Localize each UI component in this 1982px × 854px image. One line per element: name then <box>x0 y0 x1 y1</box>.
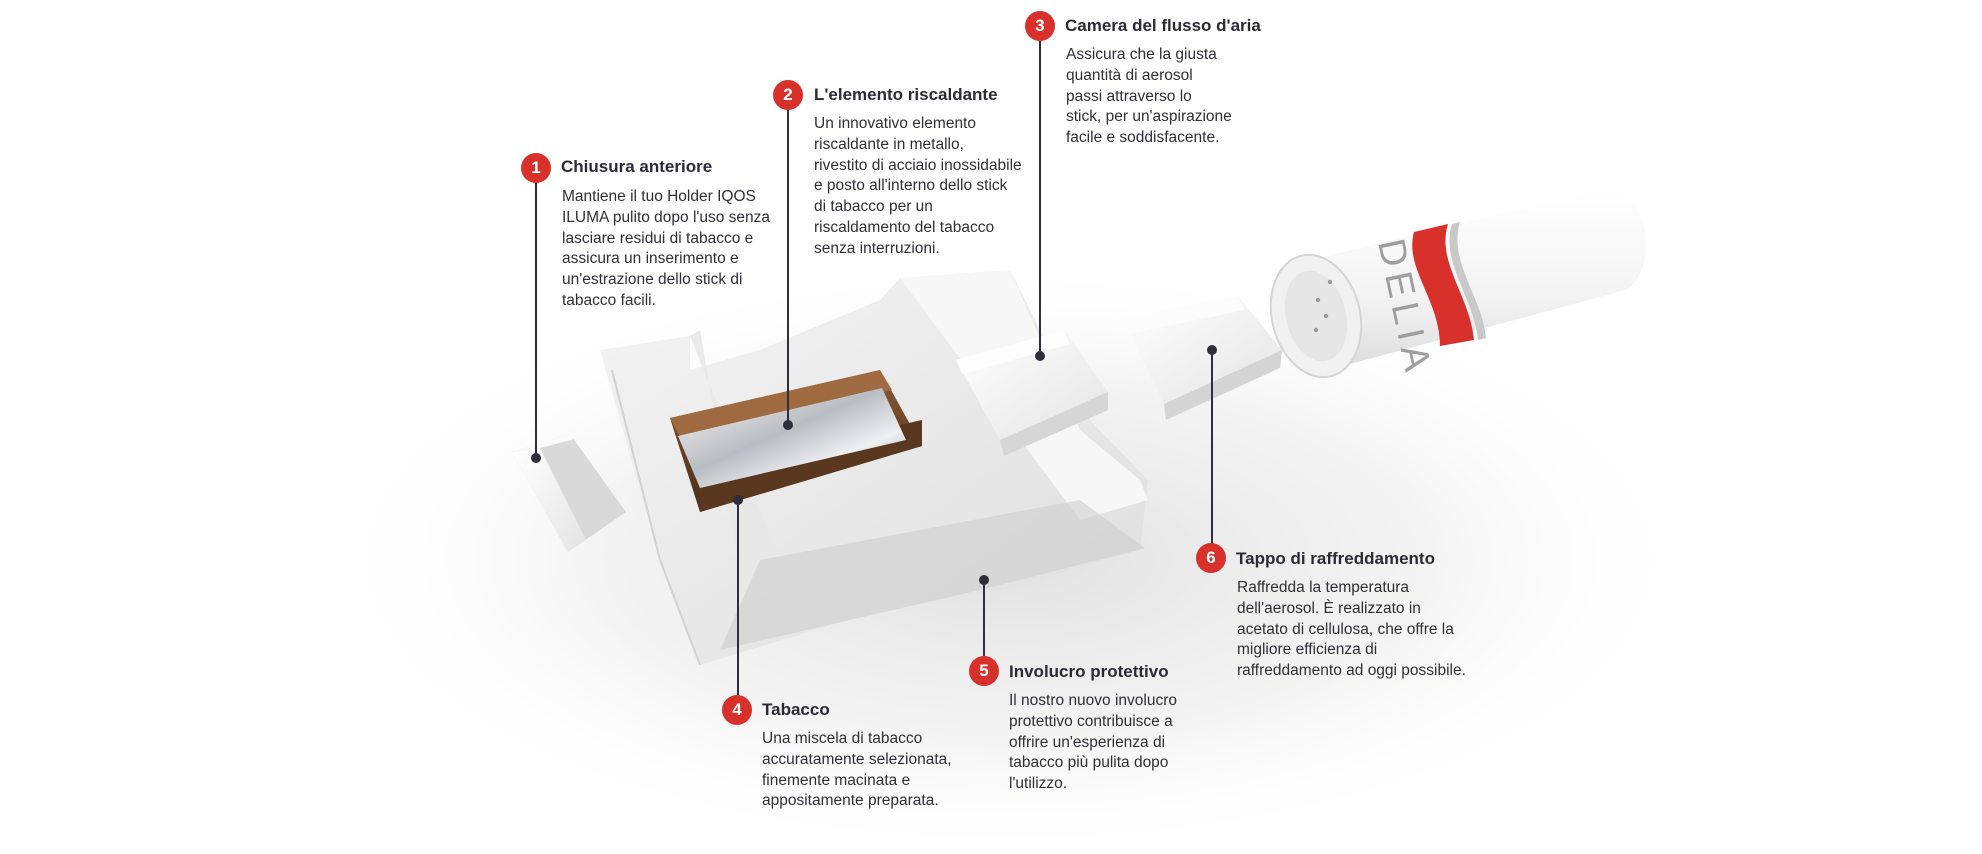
delia-tube-part: DELIA <box>1269 189 1646 381</box>
heating-element-part <box>678 388 906 488</box>
leader-dot-2 <box>783 420 793 430</box>
callout-title: L'elemento riscaldante <box>814 85 998 104</box>
leader-lines <box>535 41 1213 695</box>
leader-dot-5 <box>979 575 989 585</box>
callout-number-badge: 1 <box>521 153 551 183</box>
callout-number-badge: 4 <box>722 695 752 725</box>
cooling-plug-part <box>1122 296 1282 420</box>
leader-dot-1 <box>531 453 541 463</box>
callout-title: Chiusura anteriore <box>561 157 713 176</box>
leader-dot-3 <box>1035 351 1045 361</box>
leader-dot-6 <box>1207 345 1217 355</box>
callout-number-badge: 2 <box>773 80 803 110</box>
callout-number-badge: 6 <box>1196 543 1226 573</box>
leader-dot-4 <box>733 495 743 505</box>
callout-title: Camera del flusso d'aria <box>1065 16 1261 35</box>
callout-number-badge: 5 <box>969 656 999 686</box>
callout-title: Tappo di raffreddamento <box>1236 549 1435 568</box>
airflow-chamber-part <box>956 330 1108 456</box>
callout-number-badge: 3 <box>1025 11 1055 41</box>
leader-dots <box>531 345 1217 585</box>
callout-title: Tabacco <box>762 700 830 719</box>
callout-title: Involucro protettivo <box>1009 662 1169 681</box>
